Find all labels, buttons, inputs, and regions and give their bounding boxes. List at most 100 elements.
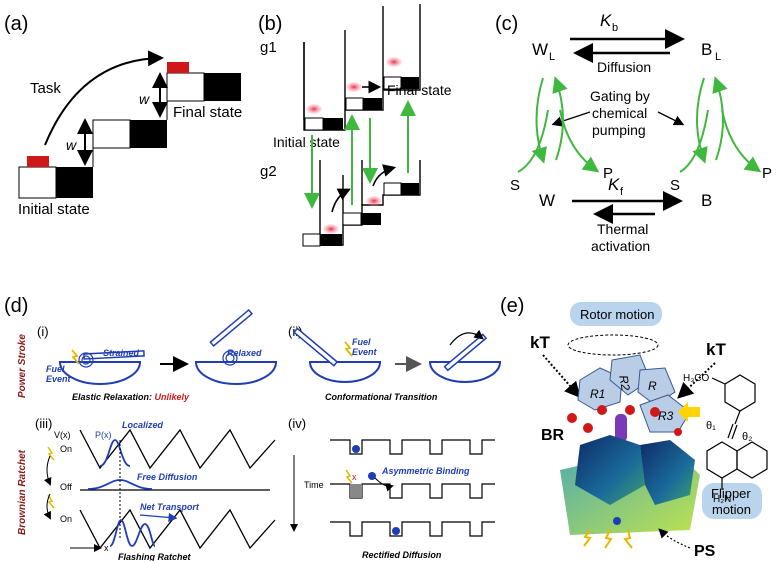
particle-g1-3 (386, 57, 402, 67)
power-stroke-label: Power Stroke (17, 334, 28, 398)
b-state-label: B (701, 191, 712, 210)
fuel-event-label: Fuel (46, 364, 65, 374)
wl-label: W (532, 40, 548, 59)
w-label-2: w (139, 91, 150, 107)
relaxed-label: Relaxed (227, 348, 262, 358)
svg-text:Fuel: Fuel (352, 337, 371, 347)
sub-iv-label: (iv) (288, 416, 306, 431)
b-initial-state-label: Initial state (273, 134, 340, 150)
asym-binding-label: Asymmetric Binding (381, 466, 470, 476)
wl-sub: L (549, 51, 555, 63)
panel-e: (e) Rotor motion kT kT R1 R2 R R3 BR (500, 295, 768, 560)
final-black-box (204, 73, 241, 101)
panel-d-label: (d) (4, 295, 28, 317)
svg-text:Event: Event (46, 374, 72, 384)
initial-white-box (18, 166, 57, 199)
flipper-hex-2 (640, 440, 695, 505)
kb-label: K (600, 11, 612, 30)
flipper-motion-badge (702, 483, 762, 519)
theta1-label: θ₁ (706, 420, 716, 432)
light-arrow-icon (678, 402, 700, 422)
svg-text:Event: Event (352, 347, 378, 357)
fuel-bolt-icon-2 (344, 341, 353, 357)
panel-c: (c) K b Diffusion W L B L Gating by chem… (495, 11, 772, 254)
kf-sub: f (620, 186, 624, 198)
s-label-1: S (510, 177, 520, 194)
kb-sub: b (612, 22, 618, 34)
blocked-site (350, 484, 362, 498)
net-transport-label: Net Transport (140, 502, 200, 512)
bolt-icon-5 (345, 469, 353, 484)
particle-iv-3 (392, 527, 400, 535)
mid-white-box (92, 119, 131, 149)
final-red-marker (167, 62, 189, 73)
final-white-box (166, 72, 205, 102)
particle-g1-1 (306, 104, 322, 114)
particle-iv-1 (352, 445, 360, 453)
bl-label: B (701, 40, 712, 59)
sub-i-label: (i) (37, 324, 49, 339)
block-x-icon: x (352, 472, 357, 482)
kt-label-1: kT (530, 333, 550, 352)
final-state-label: Final state (173, 104, 242, 121)
on-label-1: On (60, 444, 72, 454)
flipper-line2: motion (712, 502, 751, 517)
w-label-1: w (66, 137, 77, 153)
w-state-label: W (539, 191, 555, 210)
kf-label: K (608, 175, 620, 194)
rotor-motion-badge (570, 302, 662, 326)
panel-b: (b) g1 g2 Final state Initial state (258, 4, 452, 247)
g2-label: g2 (260, 163, 277, 180)
x-axis-label: x (104, 543, 109, 553)
molecule-structure (706, 374, 768, 490)
ps-label: PS (694, 543, 716, 560)
particle-g2-2 (366, 196, 382, 206)
panel-a: (a) Task w w Final state Initial state (4, 13, 242, 218)
initial-state-label: Initial state (18, 201, 90, 218)
r2-label: R2 (616, 374, 633, 392)
h3co-label: H₃CO (683, 373, 710, 384)
diffusion-label: Diffusion (597, 59, 651, 75)
p-label-1: P (603, 165, 613, 182)
px-label: P(x) (95, 430, 112, 440)
r-label: R (648, 379, 657, 393)
panel-d: (d) (i) (ii) (iii) (iv) Power Stroke Bro… (4, 295, 502, 561)
bolt-icon-3 (47, 446, 55, 461)
panel-a-label: (a) (4, 13, 28, 35)
gating-line1: Gating by (590, 88, 650, 104)
s-label-2: S (670, 177, 680, 194)
fuel-bolt-icon (71, 349, 80, 365)
axle (615, 414, 627, 442)
on-label-2: On (60, 514, 72, 524)
bolt-icon-4 (47, 494, 55, 509)
strained-label: Strained (103, 348, 140, 358)
localized-label: Localized (122, 420, 164, 430)
initial-red-marker (27, 156, 49, 167)
free-diffusion-label: Free Diffusion (137, 472, 198, 482)
thermal-line2: activation (591, 238, 650, 254)
panel-b-label: (b) (258, 13, 282, 35)
particle-g2-1 (323, 224, 339, 234)
svg-text:Elastic Relaxation: Unlikely: Elastic Relaxation: Unlikely (72, 392, 190, 402)
sub-iii-label: (iii) (35, 416, 52, 431)
p-label-2: P (762, 165, 772, 182)
rotor-r3 (639, 394, 691, 433)
gating-line2: chemical (592, 105, 647, 121)
ratchet-potential-on (79, 428, 276, 470)
panel-c-label: (c) (495, 13, 518, 35)
task-label: Task (30, 80, 61, 97)
brownian-ratchet-label: Brownian Ratchet (17, 449, 28, 535)
gating-line3: pumping (592, 122, 646, 138)
flipper-line1: Flipper (711, 486, 751, 501)
off-label: Off (60, 482, 72, 492)
panel-e-label: (e) (500, 295, 524, 317)
unlikely-label: Unlikely (155, 392, 191, 402)
flipper-hex-1 (575, 435, 645, 505)
initial-black-box (56, 167, 93, 198)
particle-g1-2 (346, 82, 362, 92)
rotor-motion-label: Rotor motion (580, 307, 654, 322)
thermal-line1: Thermal (597, 221, 648, 237)
mid-black-box (130, 120, 167, 148)
time-label: Time (304, 480, 324, 490)
kt-label-2: kT (706, 340, 726, 359)
